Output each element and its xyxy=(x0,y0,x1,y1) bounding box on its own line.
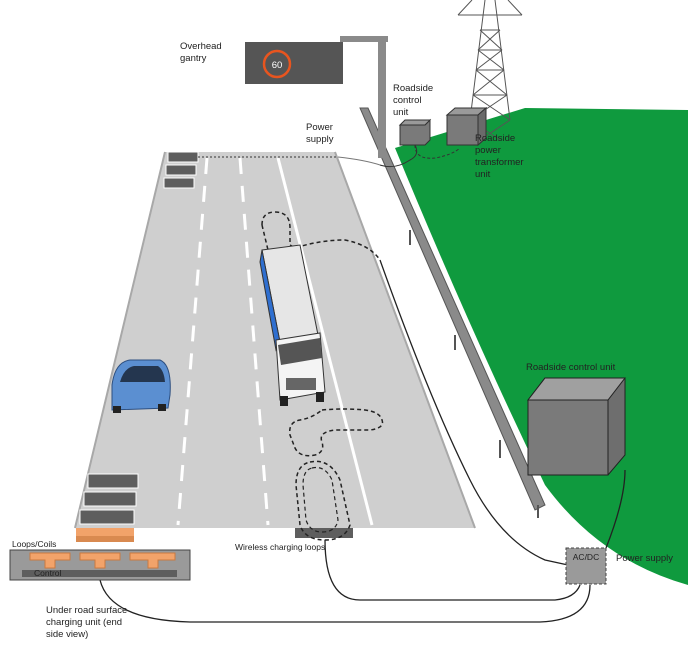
speed-limit-ring xyxy=(262,49,292,79)
control-strip xyxy=(22,570,177,577)
power-supply-top-label-line2: supply xyxy=(306,134,334,145)
roadside-control-unit-top-label-line1: Roadside xyxy=(393,83,433,94)
truck-charging-path xyxy=(261,224,269,251)
roadside-power-transformer-side xyxy=(477,106,487,147)
road-loop-tile xyxy=(87,473,139,489)
road-loop-tile xyxy=(167,151,199,163)
loops-coils xyxy=(29,552,176,569)
under-road-unit-label-line2: charging unit (end xyxy=(46,617,122,628)
power-supply-cable xyxy=(337,156,381,166)
roadside-power-transformer-label-line1: Roadside xyxy=(475,133,515,144)
ac-dc-converter xyxy=(565,547,607,585)
truck-wheel xyxy=(280,396,288,406)
under-road-unit-label-line3: side view) xyxy=(46,629,88,640)
roadside-control-unit-small-top xyxy=(398,119,432,126)
roadside-control-unit-big-front xyxy=(527,399,609,476)
overhead-gantry-label-line1: Overhead xyxy=(180,41,222,52)
car-wheel xyxy=(158,404,166,411)
truck-trailer-side xyxy=(259,249,281,352)
wireless-charging-loops-label: Wireless charging loops xyxy=(235,542,325,552)
car-windshield xyxy=(120,366,165,382)
control-label: Control xyxy=(34,568,62,578)
car-wheel xyxy=(113,406,121,413)
road-left-edge xyxy=(74,151,166,529)
guardrail xyxy=(359,107,546,511)
roadside-power-transformer-label-line4: unit xyxy=(475,169,491,180)
roadside-power-transformer-unit xyxy=(446,114,479,146)
under-road-unit-label-line1: Under road surface xyxy=(46,605,127,616)
wireless-loop-path xyxy=(288,408,384,457)
roadside-control-unit-big-top xyxy=(526,377,627,401)
gantry-sign-board xyxy=(245,42,343,84)
truck-wheel xyxy=(316,392,324,402)
roadside-power-transformer-label-line3: transformer xyxy=(475,157,524,168)
road-loop-tile xyxy=(165,164,197,176)
unit-link-cable xyxy=(379,144,418,168)
power-pylon xyxy=(457,0,523,141)
under-road-cable xyxy=(99,579,591,623)
truck-charging-path xyxy=(261,211,381,261)
lane-marking xyxy=(276,157,374,526)
road-embedded-pad xyxy=(295,528,353,538)
road-edge-coil-strip xyxy=(76,536,134,542)
ac-dc-label: AC/DC xyxy=(573,552,599,562)
power-supply-bottom-label: Power supply xyxy=(616,553,673,564)
roadside-control-unit-top-label-line2: control xyxy=(393,95,422,106)
wireless-loop-inner xyxy=(302,466,339,533)
car xyxy=(111,359,171,413)
loops-coils-label: Loops/Coils xyxy=(12,539,56,549)
feed-cable xyxy=(379,259,569,566)
gantry-arm xyxy=(340,36,388,42)
lane-marking xyxy=(176,157,209,526)
roadside-control-unit-big-label: Roadside control unit xyxy=(526,362,616,373)
truck-grille xyxy=(286,378,316,390)
road-loop-tile xyxy=(83,491,137,507)
truck xyxy=(259,244,326,406)
overhead-gantry-label-line2: gantry xyxy=(180,53,207,64)
lane-marking xyxy=(238,157,270,526)
road-right-edge xyxy=(334,151,476,529)
truck-windshield xyxy=(278,338,322,365)
roadside-power-transformer-label-line2: power xyxy=(475,145,501,156)
speed-limit-value: 60 xyxy=(272,60,283,71)
road-loop-tile xyxy=(79,509,135,525)
main-power-cable xyxy=(324,539,581,601)
gantry-pole xyxy=(378,38,386,158)
road-edge-coil-strip xyxy=(76,528,134,536)
road-loop-tile xyxy=(163,177,195,189)
power-supply-top-label-line1: Power xyxy=(306,122,333,133)
roadside-control-unit-top-label-line3: unit xyxy=(393,107,409,118)
ac-dc-cable xyxy=(605,469,626,549)
